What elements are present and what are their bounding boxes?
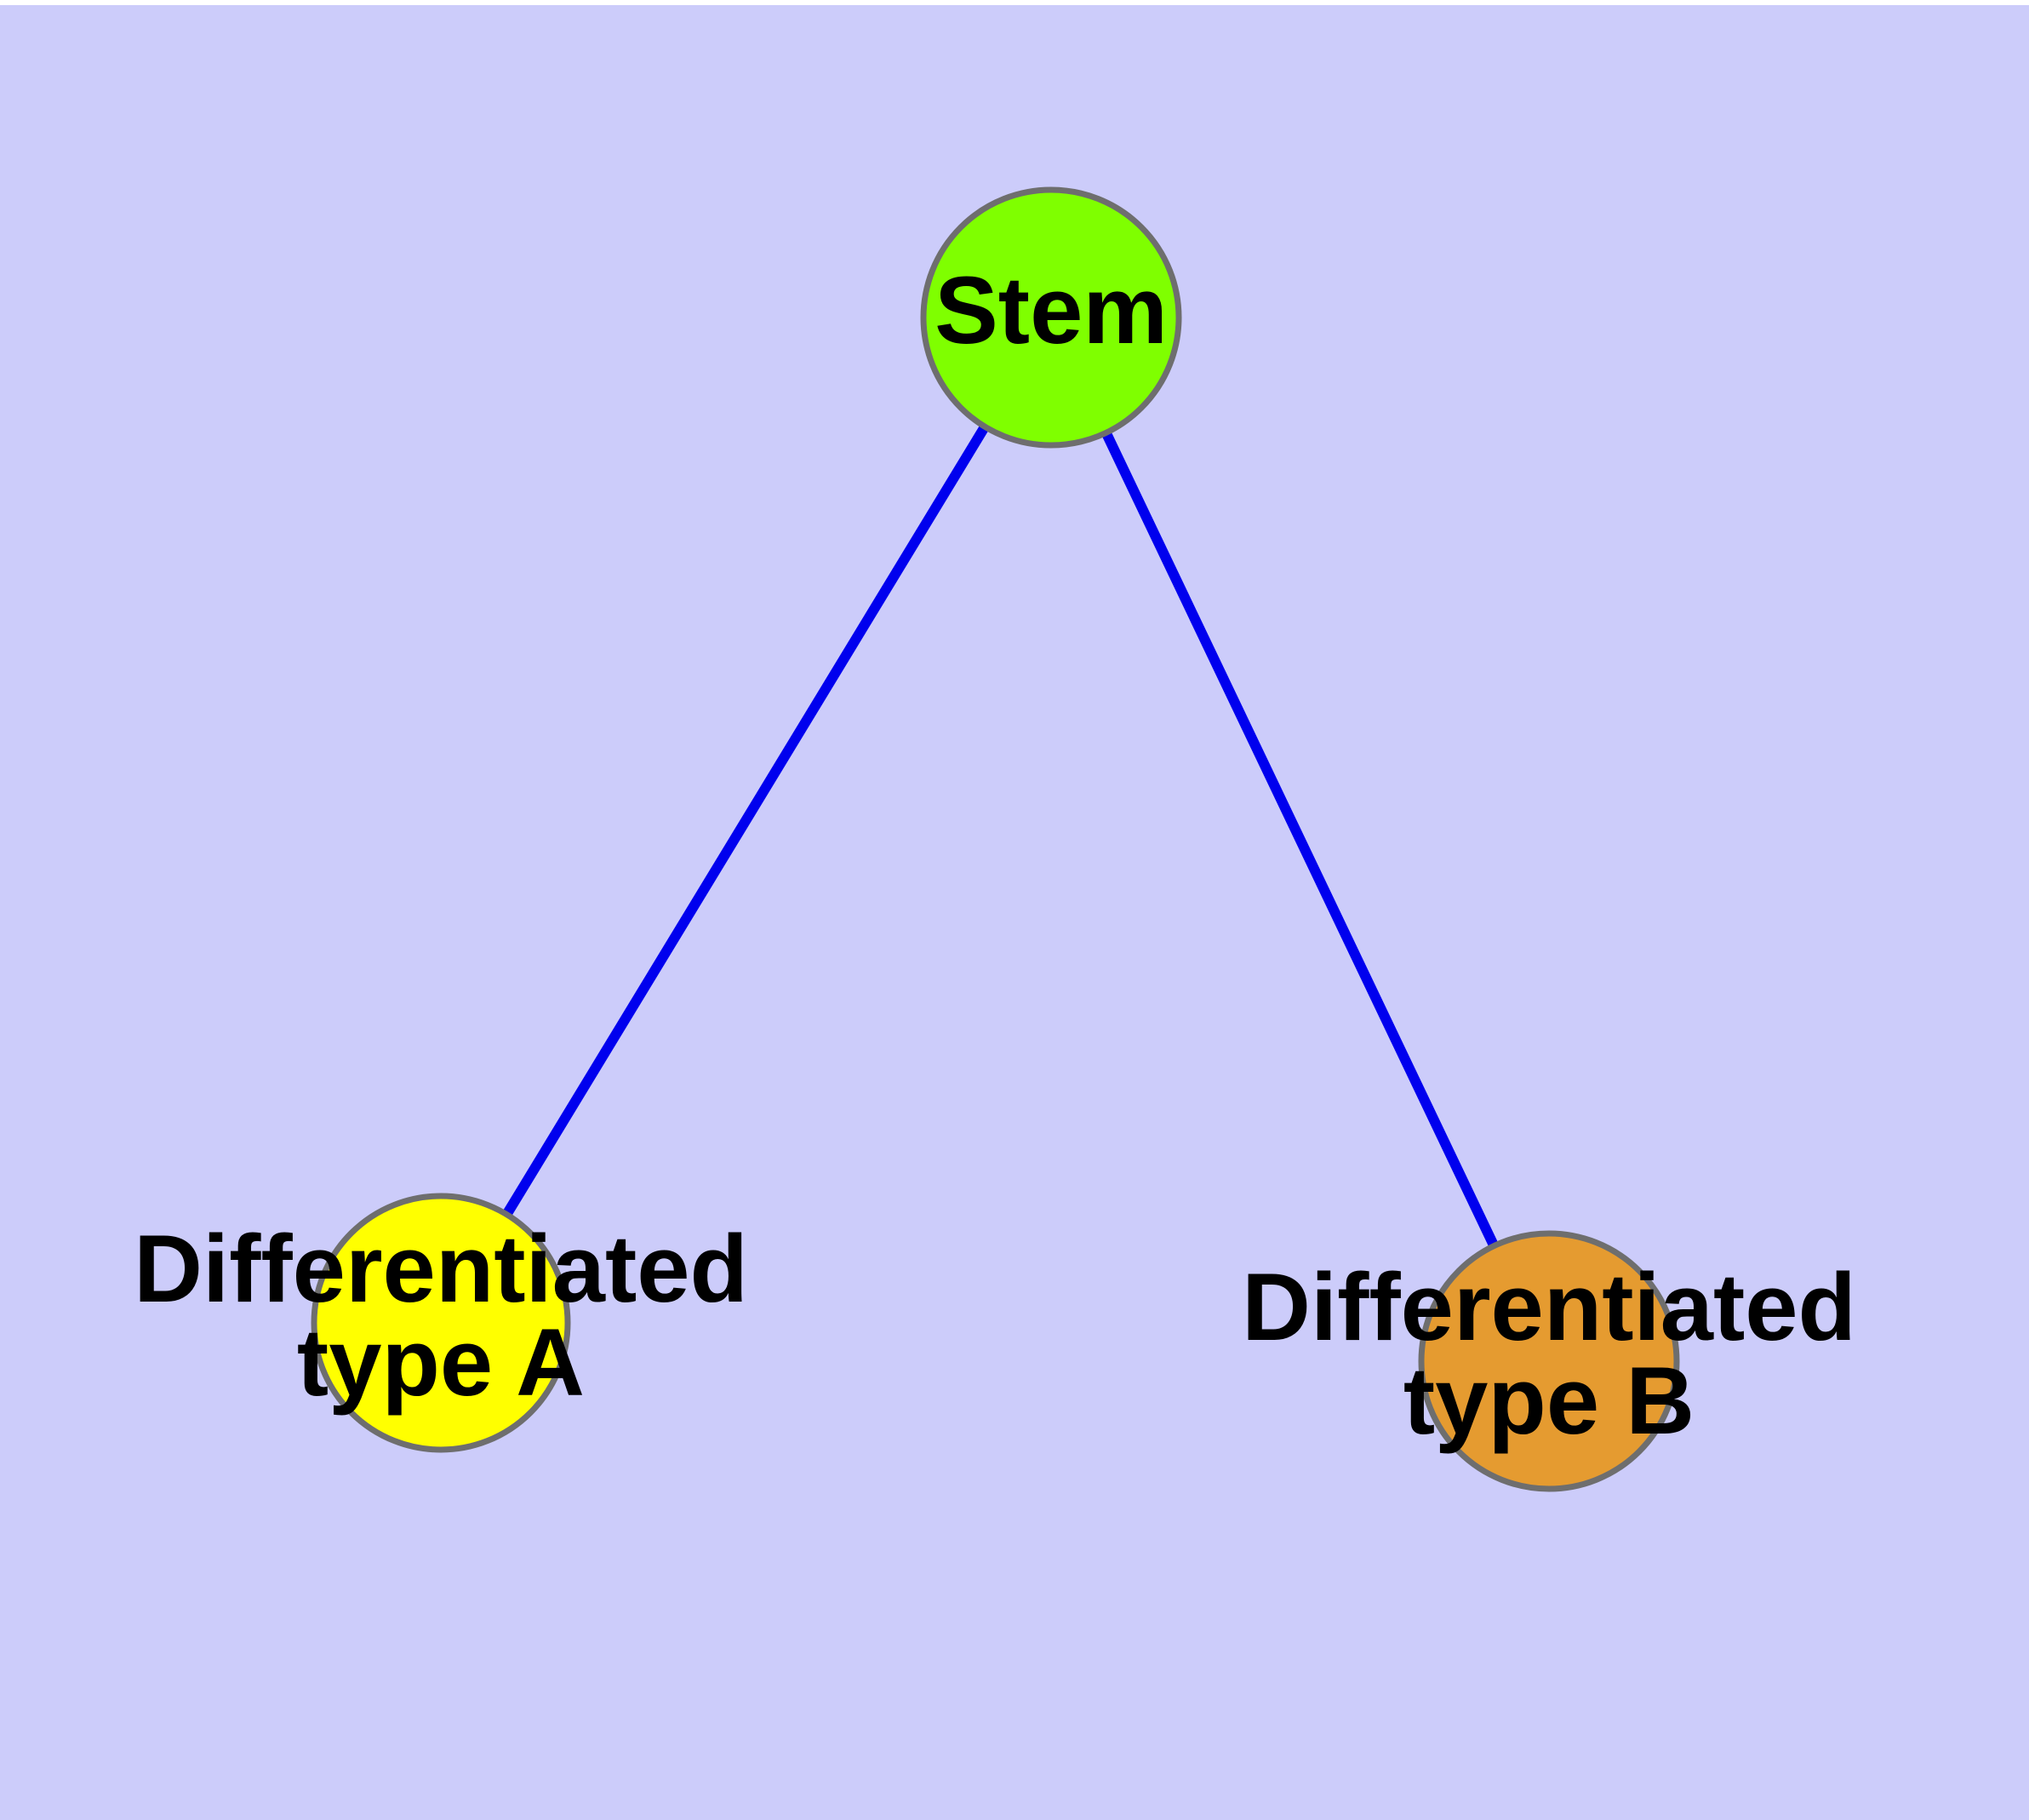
edges-layer — [503, 425, 1498, 1247]
node-label-line: type B — [1403, 1347, 1695, 1453]
node-label-line: Stem — [934, 257, 1168, 363]
node-label-line: Differentiated — [134, 1216, 748, 1322]
node-label-line: type A — [297, 1308, 585, 1415]
edge-stem-diff-a — [503, 425, 989, 1216]
node-label-stem: Stem — [934, 257, 1168, 363]
node-stem[interactable] — [920, 186, 1182, 449]
edge-stem-diff-b — [1102, 432, 1498, 1247]
nodes-layer — [311, 186, 1680, 1492]
node-label-line: Differentiated — [1242, 1254, 1856, 1360]
top-white-margin — [0, 0, 2029, 5]
node-diff_a[interactable] — [311, 1193, 571, 1453]
node-diff_b[interactable] — [1418, 1230, 1680, 1492]
